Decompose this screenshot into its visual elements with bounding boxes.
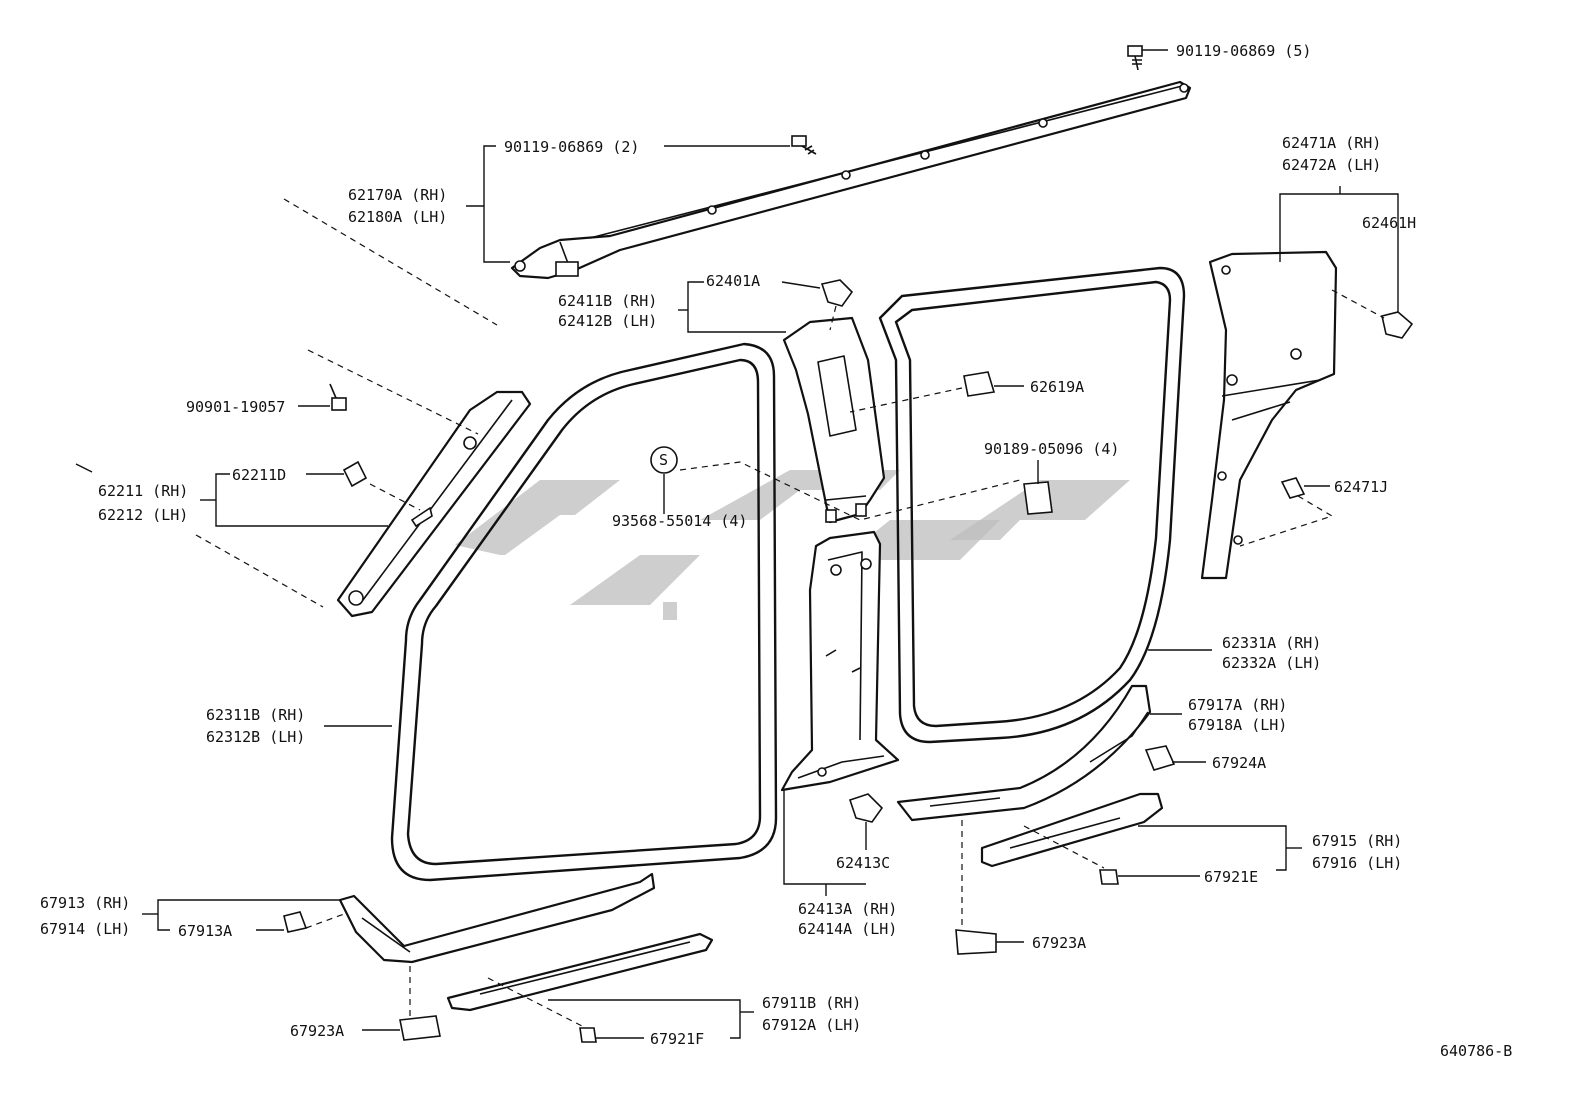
roof-side-rail-garnish [510,80,1192,280]
assembly-line [307,349,479,435]
part-label: 90189-05096 (4) [984,440,1119,458]
part-label: 67913 (RH) [40,894,130,912]
part-label: 62413C [836,854,890,872]
part-label: 62311B (RH) [206,706,305,724]
reference-line [75,463,93,473]
clip-icon [1144,745,1176,771]
part-label: 67921F [650,1030,704,1048]
s-marker-circle [650,446,678,474]
front-pillar-garnish [336,390,532,618]
assembly-line [369,483,421,511]
bolt-icon [791,135,817,155]
quarter-trim-panel [1200,250,1338,580]
part-label: 62331A (RH) [1222,634,1321,652]
part-label: 62461H [1362,214,1416,232]
part-label: 67915 (RH) [1312,832,1402,850]
part-label: 67921E [1204,868,1258,886]
clip-icon [848,793,884,823]
part-label: 90119-06869 (2) [504,138,639,156]
assembly-line [1239,495,1334,547]
part-label: 90901-19057 [186,398,285,416]
part-label: 67923A [290,1022,344,1040]
part-label: 62413A (RH) [798,900,897,918]
part-label: 62211D [232,466,286,484]
reference-line [283,198,498,326]
assembly-line [679,461,1021,521]
part-label: 67911B (RH) [762,994,861,1012]
part-label: 62401A [706,272,760,290]
part-label: 62471A (RH) [1282,134,1381,152]
front-door-scuff-plate [446,932,714,1012]
clip-icon [283,911,308,933]
clip-icon [820,279,854,307]
part-label: 67917A (RH) [1188,696,1287,714]
front-scuff-plate [338,872,656,964]
part-label: 90119-06869 (5) [1176,42,1311,60]
front-door-weatherstrip [390,342,778,882]
part-label: 62212 (LH) [98,506,188,524]
part-label: 62312B (LH) [206,728,305,746]
part-label: 62411B (RH) [558,292,657,310]
rear-door-scuff-plate [980,792,1164,868]
part-label: 67923A [1032,934,1086,952]
part-label: 62180A (LH) [348,208,447,226]
assembly-line [1023,825,1105,869]
part-label: 67924A [1212,754,1266,772]
assembly-line [305,913,345,929]
part-label: 62619A [1030,378,1084,396]
clip-icon [342,460,368,488]
part-label: 62472A (LH) [1282,156,1381,174]
assembly-line [829,305,837,331]
rear-door-weatherstrip [878,266,1186,744]
s-marker-letter: S [659,451,668,469]
clip-icon [1381,311,1414,339]
part-label: 67918A (LH) [1188,716,1287,734]
bolt-icon [1127,45,1143,71]
assembly-line [1331,289,1385,319]
leader-lines [142,49,1399,1039]
center-pillar-lower-garnish [780,530,900,792]
screw-icon [329,383,347,411]
part-label: 67913A [178,922,232,940]
diagram-code: 640786-B [1440,1042,1512,1060]
reference-line [195,534,324,608]
part-label: 62414A (LH) [798,920,897,938]
part-label: 62170A (RH) [348,186,447,204]
rear-scuff-plate [896,684,1152,822]
screw-icon [1099,869,1119,885]
part-label: 62211 (RH) [98,482,188,500]
part-label: 62471J [1334,478,1388,496]
part-label: 67914 (LH) [40,920,130,938]
assembly-line [849,387,963,413]
part-label: 62332A (LH) [1222,654,1321,672]
center-pillar-upper-garnish [782,316,886,524]
clip-icon [963,371,996,397]
screw-icon [579,1027,597,1043]
part-label: 93568-55014 (4) [612,512,747,530]
part-label: 67912A (LH) [762,1016,861,1034]
clip-icon [1280,477,1306,499]
part-label: 62412B (LH) [558,312,657,330]
part-label: 67916 (LH) [1312,854,1402,872]
clip-icon [399,1015,441,1041]
clip-icon [955,929,997,955]
clip-icon [1023,481,1053,515]
